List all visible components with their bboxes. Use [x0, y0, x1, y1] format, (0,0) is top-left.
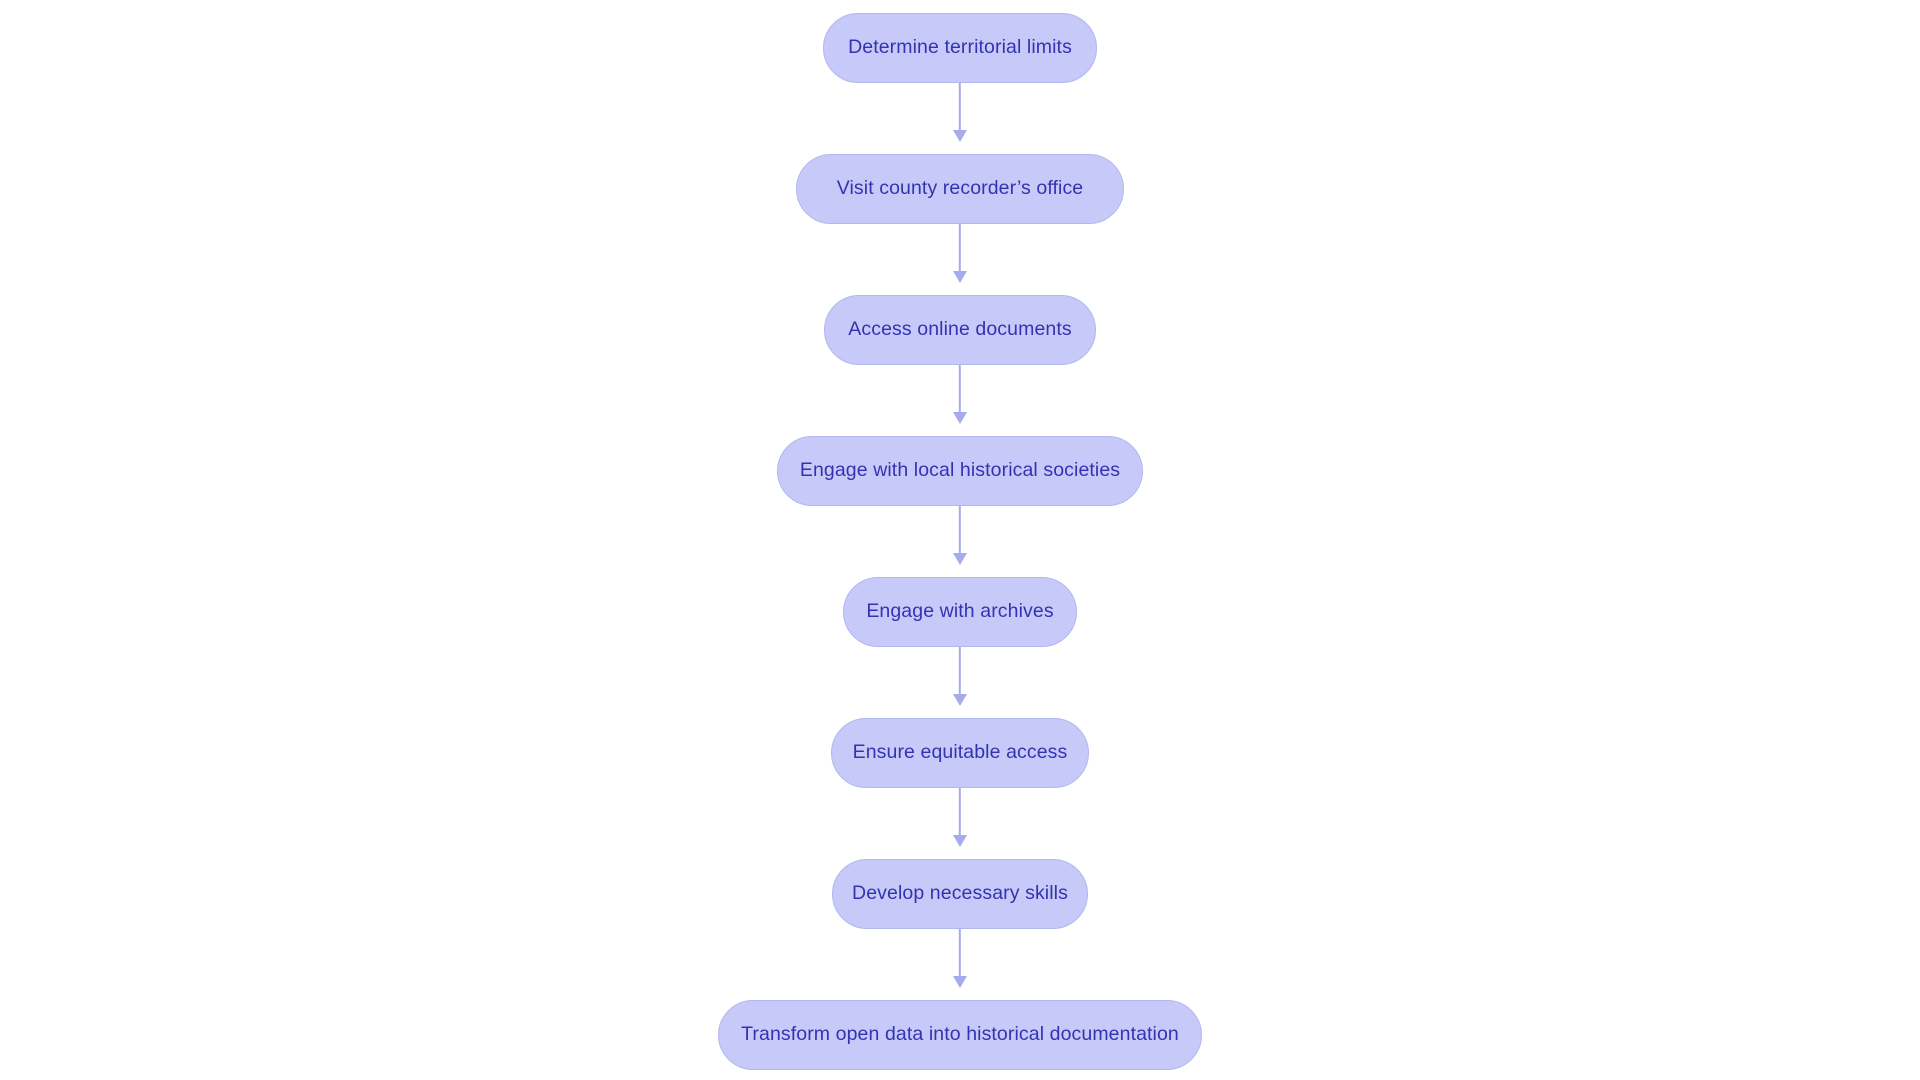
flow-node[interactable]: Access online documents [824, 295, 1096, 365]
arrowhead-icon [953, 271, 967, 283]
flow-node[interactable]: Determine territorial limits [823, 13, 1097, 83]
flow-node-label: Engage with local historical societies [799, 459, 1121, 482]
flow-node-label: Develop necessary skills [852, 882, 1068, 905]
arrowhead-icon [953, 976, 967, 988]
flow-connector [958, 365, 962, 412]
flow-node-label: Visit county recorder’s office [836, 177, 1084, 200]
flow-node[interactable]: Develop necessary skills [832, 859, 1088, 929]
flow-connector [958, 788, 962, 835]
arrowhead-icon [953, 835, 967, 847]
flow-node-label: Engage with archives [866, 600, 1054, 623]
flow-node-label: Access online documents [848, 318, 1072, 341]
flow-node[interactable]: Transform open data into historical docu… [718, 1000, 1202, 1070]
flow-node[interactable]: Engage with local historical societies [777, 436, 1143, 506]
flow-connector [958, 647, 962, 694]
flow-connector [958, 83, 962, 130]
flow-connector [958, 506, 962, 553]
arrowhead-icon [953, 412, 967, 424]
arrowhead-icon [953, 694, 967, 706]
flow-node-label: Determine territorial limits [848, 36, 1072, 59]
arrowhead-icon [953, 130, 967, 142]
flow-node[interactable]: Engage with archives [843, 577, 1077, 647]
flow-node-label: Ensure equitable access [852, 741, 1068, 764]
flow-connector [958, 929, 962, 976]
flow-node[interactable]: Ensure equitable access [831, 718, 1089, 788]
flow-node-label: Transform open data into historical docu… [741, 1023, 1179, 1046]
flow-node[interactable]: Visit county recorder’s office [796, 154, 1124, 224]
flow-connector [958, 224, 962, 271]
arrowhead-icon [953, 553, 967, 565]
